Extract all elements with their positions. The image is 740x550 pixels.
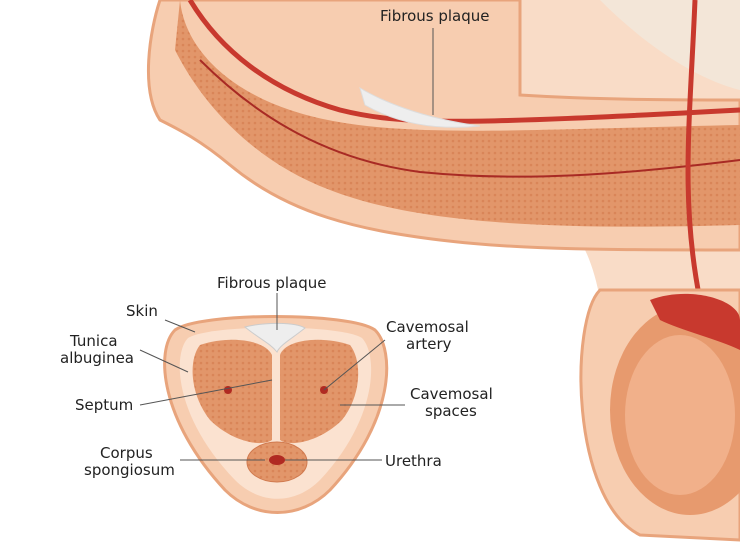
label-artery-line1: Cavemosal: [386, 318, 469, 336]
urethra: [269, 455, 285, 465]
leader-lines: [139, 28, 434, 461]
penis-shaft: [146, 0, 740, 252]
label-urethra: Urethra: [385, 452, 442, 470]
fibrous-plaque-shaft: [359, 86, 481, 128]
fibrous-plaque-section: [243, 322, 306, 353]
label-septum: Septum: [75, 396, 133, 414]
label-corpus-line1: Corpus: [100, 444, 153, 462]
cross-section: [163, 315, 389, 514]
label-skin: Skin: [126, 302, 158, 320]
label-spaces-line1: Cavemosal: [410, 385, 493, 403]
septum: [272, 366, 280, 444]
label-fibrous-plaque-section: Fibrous plaque: [217, 274, 326, 292]
testis: [579, 288, 740, 542]
label-tunica-line2: albuginea: [60, 349, 134, 367]
label-fibrous-plaque-top: Fibrous plaque: [380, 7, 489, 25]
label-artery-line2: artery: [406, 335, 452, 353]
label-corpus-line2: spongiosum: [84, 461, 175, 479]
label-spaces-line2: spaces: [425, 402, 477, 420]
vertical-artery: [685, 0, 703, 301]
label-tunica-line1: Tunica: [69, 332, 118, 350]
